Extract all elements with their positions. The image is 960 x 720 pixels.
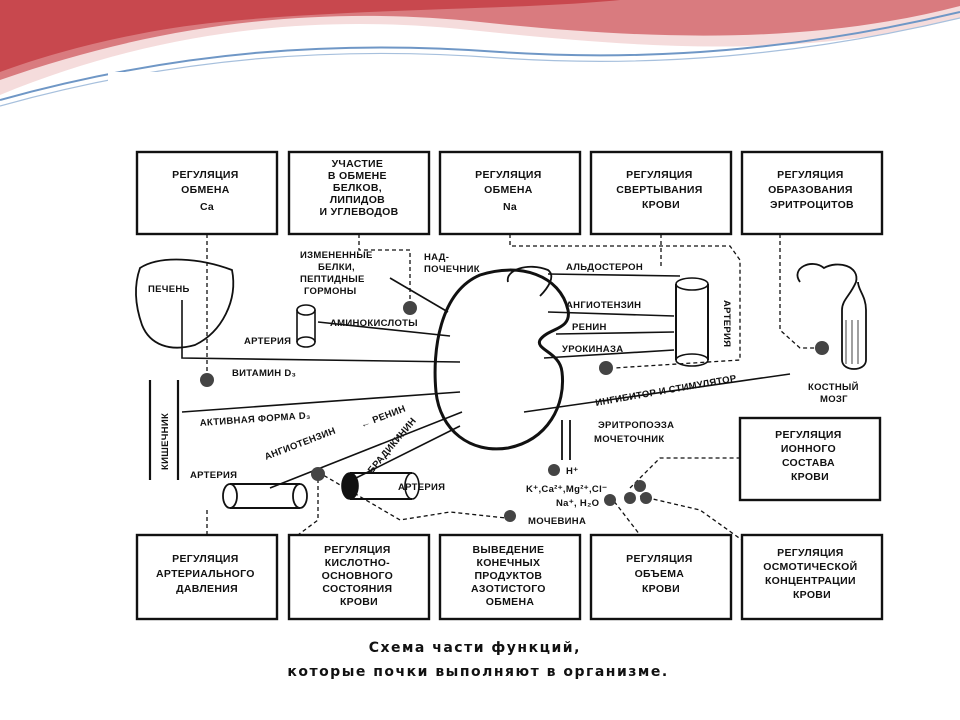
box-bottom-osmotic-text: РЕГУЛЯЦИЯ ОСМОТИЧЕСКОЙ КОНЦЕНТРАЦИИ КРОВ… [763,547,860,601]
urokinase-arrow [543,349,675,359]
ions-line1-label: K⁺,Ca²⁺,Mg²⁺,Cl⁻ [526,484,607,495]
angiotensin-arrow [547,311,675,317]
urokinase-label: УРОКИНАЗА [562,344,623,355]
intestine-shape [148,380,180,480]
aminoacids-label: АМИНОКИСЛОТЫ [330,318,418,329]
box-ionic-text: РЕГУЛЯЦИЯ ИОННОГО СОСТАВА КРОВИ [775,429,845,483]
box-top-erythrocytes: РЕГУЛЯЦИЯ ОБРАЗОВАНИЯ ЭРИТРОЦИТОВ [740,150,884,236]
bone-marrow-label: КОСТНЫЙ МОЗГ [808,381,862,405]
liver-label: ПЕЧЕНЬ [148,284,190,295]
artery-small-bottom [296,336,316,348]
artery-bottom-mid-label: АРТЕРИЯ [398,482,445,493]
aldosterone-arrow [547,273,681,277]
adrenal-shape [507,265,553,297]
kidney-shape [433,268,570,451]
artery-bottom-mid-end2 [404,472,420,500]
active-d-arrow [181,391,461,413]
artery-vertical-label: АРТЕРИЯ [721,300,732,347]
artery-right-bottom [675,353,709,367]
bone-shape [796,263,867,370]
urea-label: МОЧЕВИНА [528,516,586,527]
box-top-ca-text: РЕГУЛЯЦИЯ ОБМЕНА Ca [172,169,242,213]
ions-line2-label: Na⁺, H₂O [556,498,599,509]
box-bottom-osmotic: РЕГУЛЯЦИЯ ОСМОТИЧЕСКОЙ КОНЦЕНТРАЦИИ КРОВ… [740,533,884,621]
ureter-label: МОЧЕТОЧНИК [594,434,664,445]
box-top-na: РЕГУЛЯЦИЯ ОБМЕНА Na [438,150,582,236]
ureter-shape [561,420,571,460]
box-bottom-acid-base: РЕГУЛЯЦИЯ КИСЛОТНО- ОСНОВНОГО СОСТОЯНИЯ … [287,533,431,621]
dashed-connectors [206,234,822,541]
box-bottom-pressure-text: РЕГУЛЯЦИЯ АРТЕРИАЛЬНОГО ДАВЛЕНИЯ [156,553,258,595]
artery-small-body [296,310,316,342]
caption: Схема части функций, которые почки выпол… [287,640,668,680]
artery-bottom-left-label: АРТЕРИЯ [190,470,237,481]
header-banner [0,0,960,107]
vitamin-d-label: ВИТАМИН D₃ [232,368,296,379]
adrenal-label: НАД- ПОЧЕЧНИК [424,252,480,275]
bradykinin-arrow [351,425,461,481]
aminoacids-arrow [317,321,451,337]
intestine-label: КИШЕЧНИК [160,413,171,470]
box-top-ca: РЕГУЛЯЦИЯ ОБМЕНА Ca [135,150,279,236]
artery-left-label: АРТЕРИЯ [244,336,291,347]
figure-area [108,72,904,712]
renin-left-arrow [269,411,463,489]
stipple-dots [200,301,829,522]
ions-h-label: H⁺ [566,466,578,477]
box-top-erythrocytes-text: РЕГУЛЯЦИЯ ОБРАЗОВАНИЯ ЭРИТРОЦИТОВ [768,169,856,211]
renin-right-arrow [555,331,675,335]
box-top-metabolism-text: УЧАСТИЕ В ОБМЕНЕ БЕЛКОВ, ЛИПИДОВ И УГЛЕВ… [320,158,399,218]
aldosterone-label: АЛЬДОСТЕРОН [566,262,643,273]
box-bottom-volume: РЕГУЛЯЦИЯ ОБЪЕМА КРОВИ [589,533,733,621]
box-top-coagulation-text: РЕГУЛЯЦИЯ СВЕРТЫВАНИЯ КРОВИ [616,169,706,211]
box-top-coagulation: РЕГУЛЯЦИЯ СВЕРТЫВАНИЯ КРОВИ [589,150,733,236]
vitamin-d-line [181,300,461,363]
renin-right-label: РЕНИН [572,322,607,333]
box-bottom-volume-text: РЕГУЛЯЦИЯ ОБЪЕМА КРОВИ [626,553,696,595]
liver-shape [135,258,235,349]
box-bottom-acid-base-text: РЕГУЛЯЦИЯ КИСЛОТНО- ОСНОВНОГО СОСТОЯНИЯ … [322,544,397,608]
inhibitor-arrow [523,373,791,413]
altered-proteins-label: ИЗМЕНЕННЫЕ БЕЛКИ, ПЕПТИДНЫЕ ГОРМОНЫ [300,250,376,297]
artery-bottom-mid-end [341,472,359,500]
box-bottom-nitrogen: ВЫВЕДЕНИЕ КОНЕЧНЫХ ПРОДУКТОВ АЗОТИСТОГО … [438,533,582,621]
proteins-arrow [389,277,449,313]
artery-bottom-left-end2 [292,483,308,509]
box-ionic: РЕГУЛЯЦИЯ ИОННОГО СОСТАВА КРОВИ [738,416,882,502]
erythropoiesis-label: ЭРИТРОПОЭЗА [598,420,674,431]
box-top-na-text: РЕГУЛЯЦИЯ ОБМЕНА Na [475,169,545,213]
box-bottom-nitrogen-text: ВЫВЕДЕНИЕ КОНЕЧНЫХ ПРОДУКТОВ АЗОТИСТОГО … [471,544,549,608]
angiotensin-right-label: АНГИОТЕНЗИН [566,300,641,311]
